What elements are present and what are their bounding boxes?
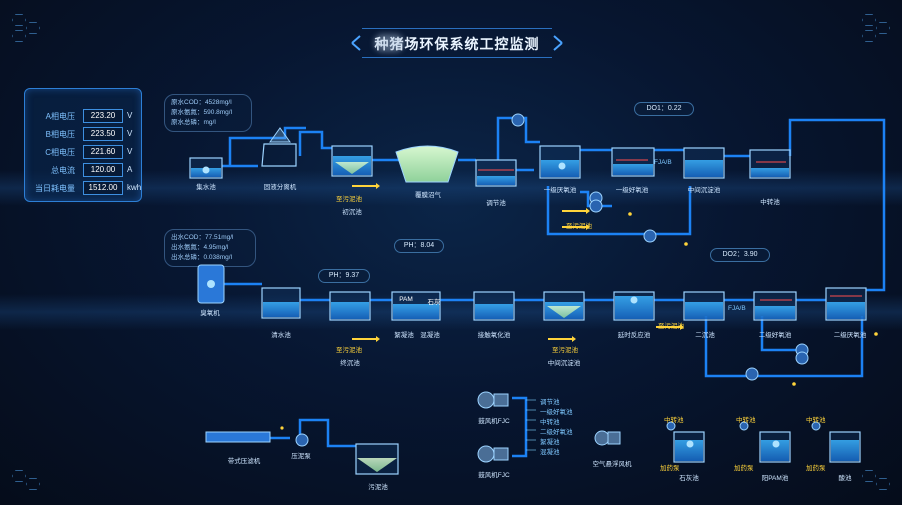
label-to-sludge-1: 至污泥池 bbox=[336, 196, 362, 203]
label-sludge-pump: 压泥泵 bbox=[291, 453, 311, 460]
ph1-reading: PH：8.04 bbox=[394, 239, 444, 253]
hex-decor bbox=[12, 470, 26, 482]
label-delay-reaction: 延时反应池 bbox=[617, 332, 651, 339]
label-aerobic-1: 一级好氧池 bbox=[615, 187, 649, 194]
label-dosing-pump-b: 加药泵 bbox=[734, 465, 754, 472]
label-blower-2: 鼓风机FJC bbox=[478, 472, 510, 479]
label-fja-b-lower: FJA/B bbox=[728, 305, 746, 312]
label-aerobic-2: 二级好氧池 bbox=[758, 332, 792, 339]
page-title: 种猪场环保系统工控监测 bbox=[362, 28, 552, 58]
raw-water-info: 原水COD：4528mg/l 原水氨氮：590.8mg/l 原水总磷：mg/l bbox=[164, 94, 252, 132]
label-pam-dosing: PAM bbox=[399, 296, 413, 303]
label-regulating-tank: 调节池 bbox=[486, 200, 506, 207]
label-to-sludge-5: 至污泥池 bbox=[658, 323, 684, 330]
label-anaerobic-1: 一级厌氧池 bbox=[543, 187, 577, 194]
voltage-c-value: 221.60 bbox=[83, 145, 123, 159]
label-transfer-tank: 中转池 bbox=[760, 199, 780, 206]
label-sludge-tank: 污泥池 bbox=[368, 484, 388, 491]
voltage-row-a: A相电压 223.20 V bbox=[45, 109, 133, 123]
label-secondary-settling: 二沉池 bbox=[695, 332, 715, 339]
blower-target: 调节池 bbox=[540, 399, 560, 406]
label-primary-settling: 初沉池 bbox=[342, 209, 362, 216]
label-coagulation: 混凝池 bbox=[420, 332, 440, 339]
hex-decor bbox=[876, 478, 890, 490]
energy-value: 1512.00 bbox=[83, 181, 123, 195]
label-ozone-machine: 臭氧机 bbox=[200, 310, 220, 317]
label-to-sludge-3: 至污泥池 bbox=[336, 347, 362, 354]
effluent-info: 出水COD：77.51mg/l 出水氨氮：4.95mg/l 出水总磷：0.038… bbox=[164, 229, 256, 267]
hex-decor bbox=[862, 30, 876, 42]
label-transfer-c: 中转池 bbox=[806, 417, 826, 424]
label-transfer-b: 中转池 bbox=[736, 417, 756, 424]
voltage-panel: A相电压 223.20 V B相电压 223.50 V C相电压 221.60 … bbox=[24, 88, 142, 202]
label-lime-dosing: 石灰 bbox=[427, 299, 441, 306]
voltage-b-value: 223.50 bbox=[83, 127, 123, 141]
label-dosing-pump-c: 加药泵 bbox=[806, 465, 826, 472]
ph2-reading: PH：9.37 bbox=[318, 269, 370, 283]
hex-decor bbox=[12, 30, 26, 42]
hex-decor bbox=[26, 478, 40, 490]
voltage-row-c: C相电压 221.60 V bbox=[45, 145, 133, 159]
label-blower-1: 鼓风机FJC bbox=[478, 418, 510, 425]
label-flocculation: 絮凝池 bbox=[394, 332, 414, 339]
do1-reading: DO1：0.22 bbox=[634, 102, 694, 116]
label-to-sludge-2: 至污泥池 bbox=[566, 223, 592, 230]
hex-decor bbox=[862, 470, 876, 482]
voltage-row-b: B相电压 223.50 V bbox=[45, 127, 133, 141]
label-pam-tank: 阳PAM池 bbox=[761, 475, 789, 482]
label-air-blower: 空气悬浮风机 bbox=[592, 461, 632, 468]
hex-decor bbox=[876, 22, 890, 34]
blower-target: 二级好氧池 bbox=[540, 429, 573, 436]
voltage-a-value: 223.20 bbox=[83, 109, 123, 123]
label-to-sludge-4: 至污泥池 bbox=[552, 347, 578, 354]
label-dosing-pump-a: 加药泵 bbox=[660, 465, 680, 472]
label-anaerobic-2: 二级厌氧池 bbox=[833, 332, 867, 339]
label-lime-tank: 石灰池 bbox=[679, 475, 699, 482]
current-row: 总电流 120.00 A bbox=[51, 163, 133, 177]
hex-decor bbox=[26, 22, 40, 34]
blower-target: 絮凝池 bbox=[540, 439, 560, 446]
do2-reading: DO2：3.90 bbox=[710, 248, 770, 262]
label-contact-oxidation: 接触氧化池 bbox=[477, 332, 511, 339]
label-transfer-a: 中转池 bbox=[664, 417, 684, 424]
label-belt-press: 带式压滤机 bbox=[227, 458, 261, 465]
hex-decor bbox=[12, 14, 26, 26]
label-fja-b-upper: FJA/B bbox=[654, 159, 672, 166]
label-acid-tank: 酸池 bbox=[838, 475, 852, 482]
label-intermediate-settling-2: 中间沉淀池 bbox=[547, 360, 581, 367]
current-value: 120.00 bbox=[83, 163, 123, 177]
blower-target: 混凝池 bbox=[540, 449, 560, 456]
blower-target: 中转池 bbox=[540, 419, 560, 426]
energy-row: 当日耗电量 1512.00 kwh bbox=[35, 181, 142, 195]
label-clear-water: 清水池 bbox=[271, 332, 291, 339]
hex-decor bbox=[862, 14, 876, 26]
redacted-logo bbox=[374, 34, 404, 52]
blower-target: 一级好氧池 bbox=[540, 409, 573, 416]
label-intermediate-settling: 中间沉淀池 bbox=[687, 187, 721, 194]
label-separator: 固液分离机 bbox=[263, 184, 297, 191]
label-final-settling: 终沉池 bbox=[340, 360, 360, 367]
label-biogas: 覆膜沼气 bbox=[415, 192, 441, 199]
label-collection-tank: 集水池 bbox=[196, 184, 216, 191]
